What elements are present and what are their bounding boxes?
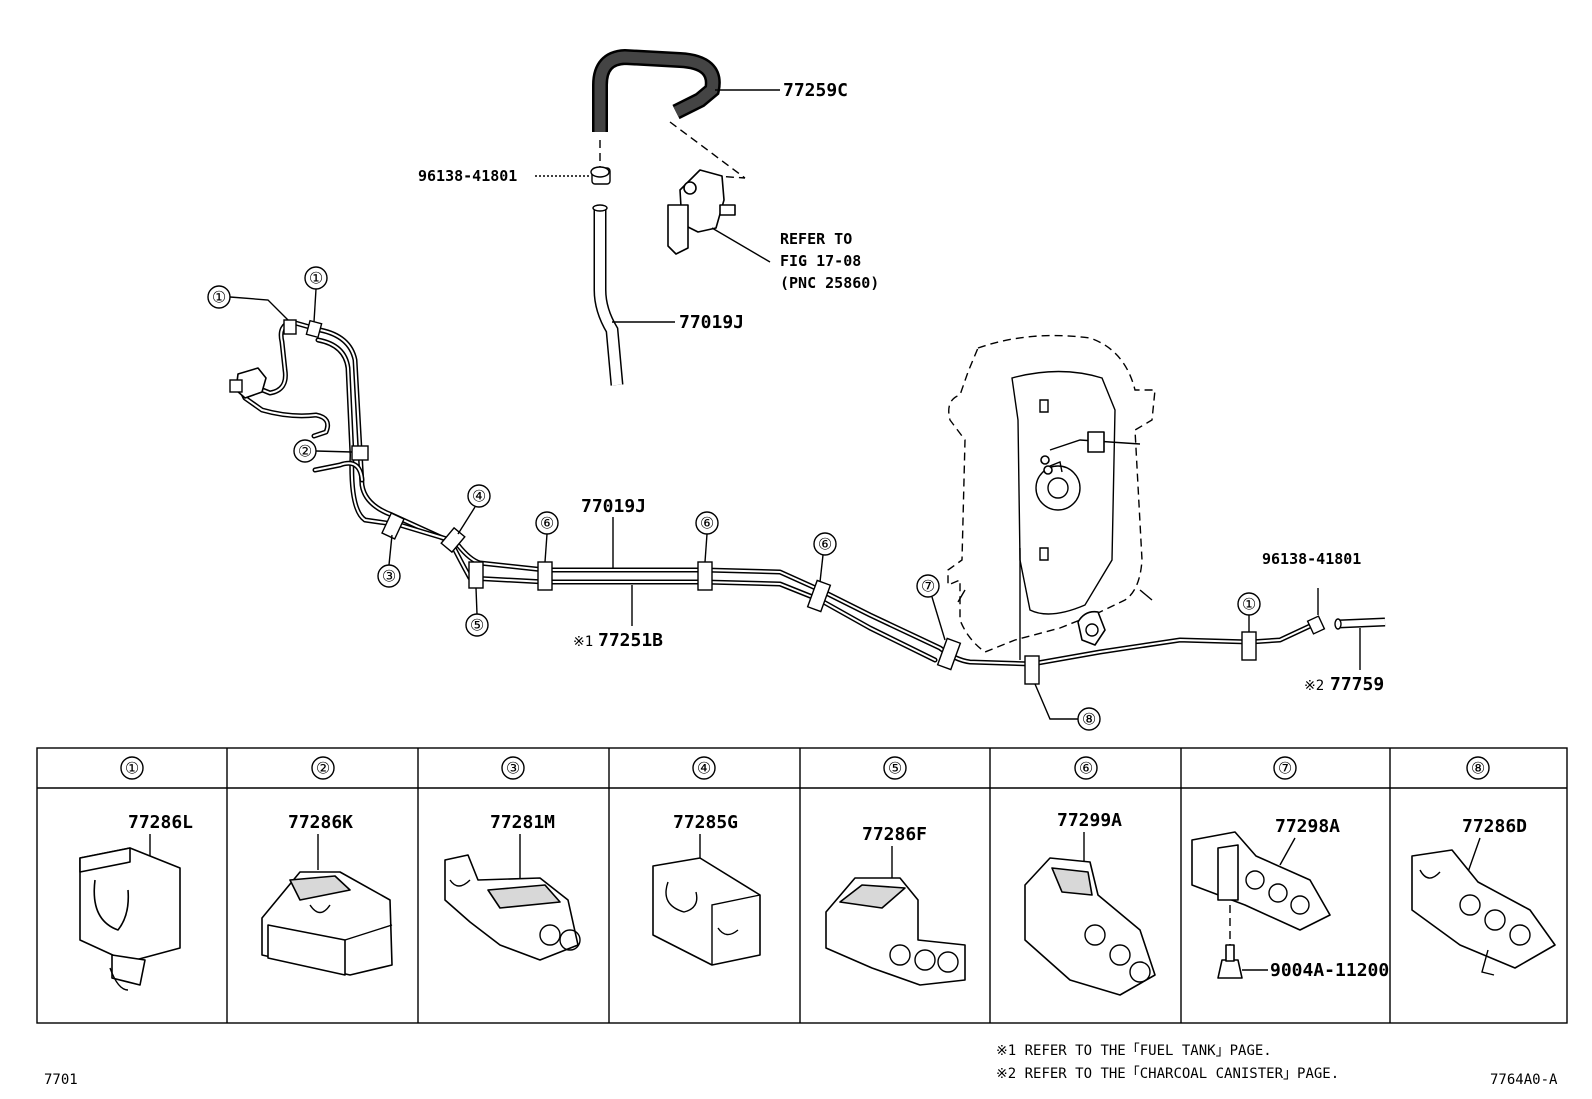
callout-1c: ① [1242, 595, 1256, 614]
refer-line-3: (PNC 25860) [780, 274, 879, 292]
callout-3: ③ [382, 567, 396, 586]
label-77759: 77759 [1330, 674, 1384, 695]
table-key-4: ④ [697, 759, 711, 778]
label-77019j-main: 77019J [581, 496, 646, 517]
label-77251b-mark: ※1 [573, 634, 593, 650]
table-part-1: 77286L [128, 812, 193, 833]
vsv-valve: REFER TO FIG 17-08 (PNC 25860) [667, 169, 879, 292]
refer-line-2: FIG 17-08 [780, 252, 861, 270]
callout-5: ⑤ [470, 616, 484, 635]
table-key-3: ③ [506, 759, 520, 778]
callout-6a: ⑥ [540, 514, 554, 533]
callout-6c: ⑥ [818, 535, 832, 554]
label-clamp-upper: 96138-41801 [418, 167, 517, 185]
parts-table: ① ② ③ ④ ⑤ ⑥ ⑦ ⑧ 77286L 77286K 77281M [36, 747, 1568, 1024]
label-77019j-upper: 77019J [679, 312, 744, 333]
table-bolt-7: 9004A-11200 [1270, 960, 1389, 981]
clamp-upper: 96138-41801 [418, 166, 611, 185]
label-clamp-right: 96138-41801 [1262, 550, 1361, 568]
main-fuel-tubes: 77019J ※1 77251B 96138-41801 ※2 77759 [229, 319, 1386, 695]
table-part-7: 77298A [1275, 816, 1340, 837]
table-part-6: 77299A [1057, 810, 1122, 831]
callout-6b: ⑥ [700, 514, 714, 533]
note-1: ※1 REFER TO THE「FUEL TANK」PAGE. [996, 1043, 1272, 1059]
table-part-5: 77286F [862, 824, 927, 845]
refer-line-1: REFER TO [780, 230, 852, 248]
table-part-4: 77285G [673, 812, 738, 833]
fuel-tank [947, 334, 1156, 660]
hose-77259c: 77259C [592, 48, 848, 132]
table-key-8: ⑧ [1471, 759, 1485, 778]
callout-4: ④ [472, 487, 486, 506]
table-part-3: 77281M [490, 812, 555, 833]
table-part-2: 77286K [288, 812, 353, 833]
table-key-7: ⑦ [1278, 759, 1292, 778]
callout-7: ⑦ [921, 577, 935, 596]
callout-2: ② [298, 442, 312, 461]
callout-1b: ① [309, 269, 323, 288]
callout-8: ⑧ [1082, 710, 1096, 729]
callout-1a: ① [212, 288, 226, 307]
label-77259c: 77259C [783, 80, 848, 101]
page-code-left: 7701 [44, 1072, 78, 1088]
table-key-5: ⑤ [888, 759, 902, 778]
page-code-right: 7764A0-A [1490, 1072, 1558, 1088]
table-key-2: ② [316, 759, 330, 778]
label-77251b: 77251B [598, 630, 663, 651]
table-part-8: 77286D [1462, 816, 1527, 837]
label-77759-mark: ※2 [1304, 678, 1324, 694]
table-key-1: ① [125, 759, 139, 778]
tube-upper-77019j: 77019J [592, 204, 744, 386]
table-key-6: ⑥ [1079, 759, 1093, 778]
note-2: ※2 REFER TO THE「CHARCOAL CANISTER」PAGE. [996, 1066, 1339, 1082]
callouts: ① ① ② ③ ④ ⑤ ⑥ ⑥ ⑥ ⑦ [207, 266, 1261, 731]
